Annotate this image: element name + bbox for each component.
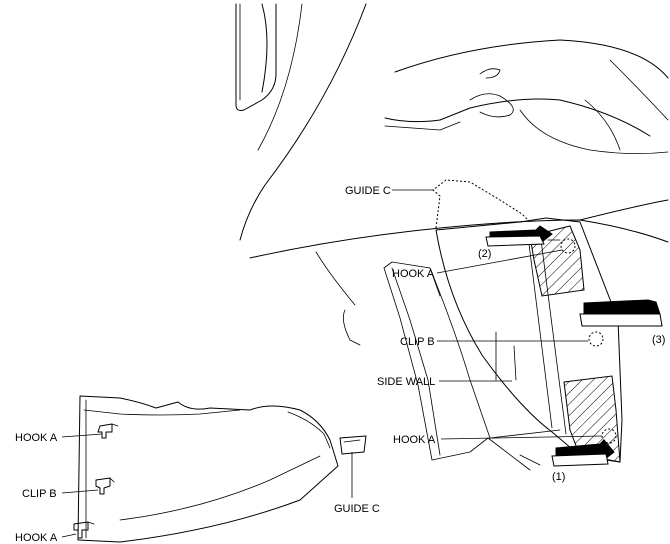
label-clip-b-right: CLIP B [400,336,435,348]
label-left-hook-a-bottom: HOOK A [15,532,58,544]
label-guide-c-top: GUIDE C [345,185,391,197]
arrow-right-icon [485,225,553,247]
label-left-clip-b: CLIP B [22,488,57,500]
label-hook-a-lower: HOOK A [393,434,436,446]
label-hook-a-upper: HOOK A [392,268,435,280]
callout-3: (3) [652,334,665,346]
label-guide-c-bottom: GUIDE C [334,503,380,515]
vehicle-body-outline [235,3,669,471]
clip-b-circle [588,331,604,347]
callout-1: (1) [552,471,565,483]
clip-icon [95,477,115,495]
leader-lines-left [61,433,353,538]
label-left-hook-a-top: HOOK A [15,432,58,444]
guide-c-dashed-outline [432,179,531,229]
arrow-right-icon [551,439,615,467]
callout-2: (2) [478,248,491,260]
arrow-right-icon [579,299,663,327]
hook-icon [73,521,95,539]
hook-icon [97,423,119,439]
leader-lines-right [392,189,603,440]
label-side-wall: SIDE WALL [377,376,435,388]
trim-panel-detached [77,395,367,543]
guide-c-tab [339,435,367,455]
hook-a-upper-circle [560,238,576,254]
